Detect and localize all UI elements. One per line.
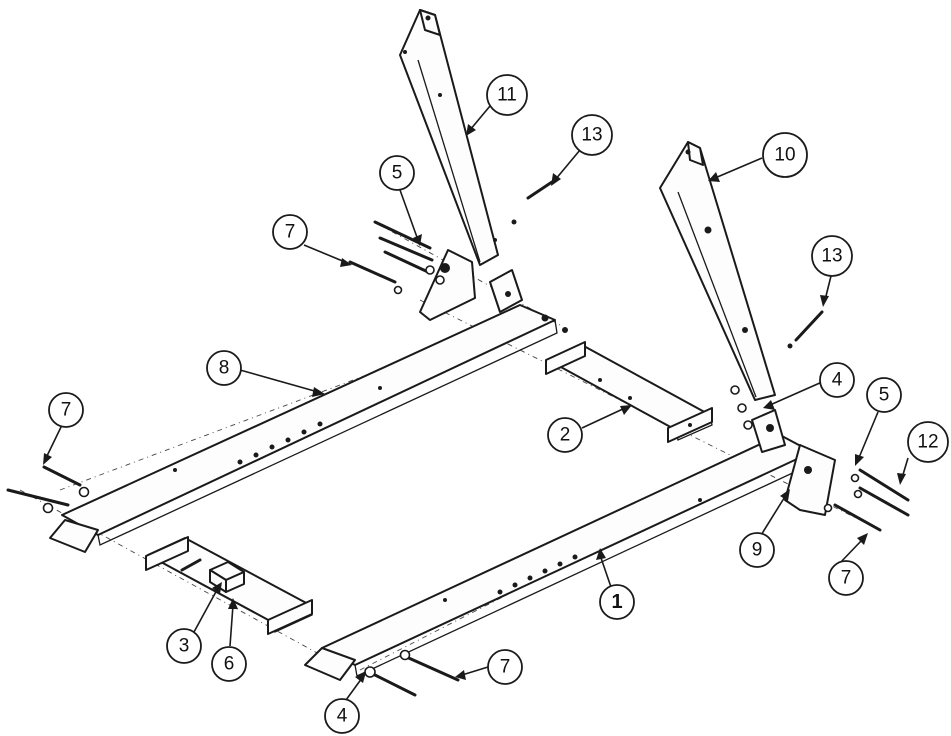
svg-text:9: 9 xyxy=(752,540,763,561)
callout-7-right: 7 xyxy=(828,560,864,596)
callout-7-bottom: 7 xyxy=(487,649,523,685)
callout-4-bottom: 4 xyxy=(324,698,360,734)
svg-text:12: 12 xyxy=(917,432,938,453)
svg-text:8: 8 xyxy=(219,358,230,379)
svg-text:4: 4 xyxy=(832,370,843,391)
callout-11: 11 xyxy=(486,74,528,116)
callout-2: 2 xyxy=(547,417,583,453)
svg-text:10: 10 xyxy=(774,145,795,166)
callout-1: 1 xyxy=(599,584,635,620)
crossmember-3 xyxy=(145,536,313,635)
bracket-plate-9 xyxy=(751,409,836,516)
svg-text:7: 7 xyxy=(500,657,511,678)
svg-text:4: 4 xyxy=(337,706,348,727)
svg-text:2: 2 xyxy=(560,425,571,446)
bolts xyxy=(6,180,910,697)
post-11 xyxy=(399,9,499,266)
svg-text:13: 13 xyxy=(821,246,842,267)
callout-12: 12 xyxy=(907,421,949,463)
callout-3: 3 xyxy=(166,628,202,664)
svg-text:11: 11 xyxy=(497,85,517,106)
svg-text:3: 3 xyxy=(179,636,190,657)
bracket-plate-left xyxy=(419,249,523,321)
callouts: 1 2 3 4 4 5 5 6 7 7 7 7 8 9 10 11 12 13 … xyxy=(48,74,949,734)
rail-1 xyxy=(304,434,815,681)
callout-9: 9 xyxy=(739,532,775,568)
svg-text:6: 6 xyxy=(224,654,235,675)
washers xyxy=(42,219,863,678)
callout-6: 6 xyxy=(211,646,247,682)
rail-8 xyxy=(49,304,558,553)
callout-7-upper: 7 xyxy=(272,214,308,250)
svg-text:5: 5 xyxy=(392,163,403,184)
callout-4-right: 4 xyxy=(819,362,855,398)
callout-13-top: 13 xyxy=(571,114,613,156)
svg-text:7: 7 xyxy=(285,222,296,243)
svg-text:5: 5 xyxy=(879,385,890,406)
callout-13-right: 13 xyxy=(811,235,853,277)
leaders xyxy=(43,105,909,701)
callout-5-right: 5 xyxy=(866,377,902,413)
svg-text:7: 7 xyxy=(61,400,72,421)
callout-10: 10 xyxy=(762,132,808,178)
svg-text:13: 13 xyxy=(581,125,602,146)
callout-8: 8 xyxy=(206,350,242,386)
svg-text:1: 1 xyxy=(611,591,622,613)
callout-7-left: 7 xyxy=(48,392,84,428)
crossmember-2 xyxy=(545,341,713,443)
post-10 xyxy=(659,141,776,401)
svg-text:7: 7 xyxy=(841,568,852,589)
callout-5-top: 5 xyxy=(379,155,415,191)
